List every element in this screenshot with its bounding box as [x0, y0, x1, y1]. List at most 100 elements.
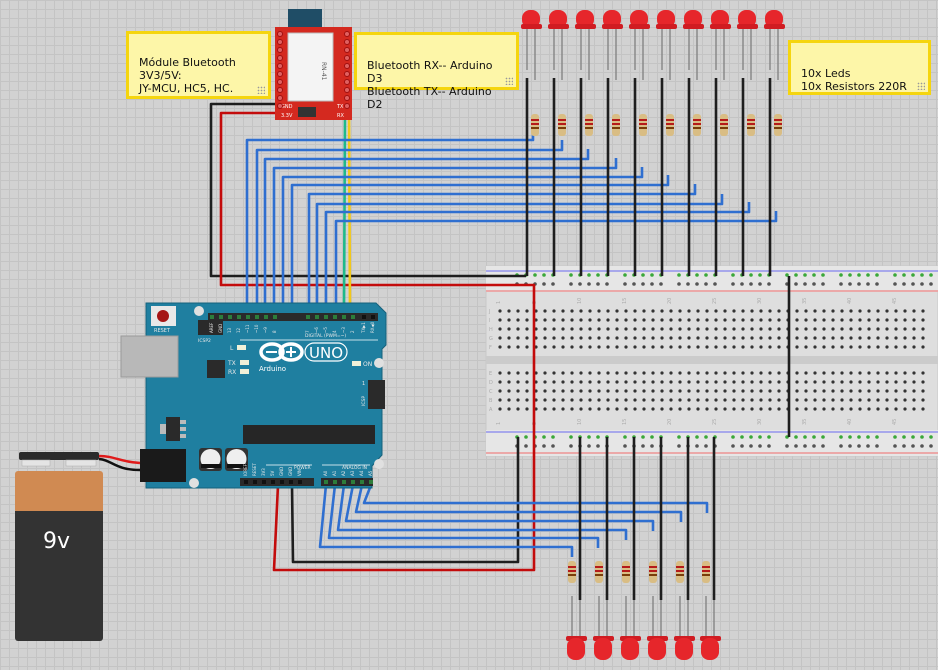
- breadboard-hole[interactable]: [723, 327, 727, 331]
- breadboard-hole[interactable]: [696, 371, 700, 375]
- breadboard-hole[interactable]: [804, 389, 808, 393]
- power-rail-hole[interactable]: [929, 444, 933, 448]
- breadboard-hole[interactable]: [750, 345, 754, 349]
- note-parts-list[interactable]: 10x Leds 10x Resistors 220R: [788, 40, 931, 95]
- power-rail-hole[interactable]: [605, 282, 609, 286]
- breadboard-hole[interactable]: [561, 318, 565, 322]
- breadboard-hole[interactable]: [750, 371, 754, 375]
- power-rail-hole[interactable]: [587, 273, 591, 277]
- breadboard-hole[interactable]: [741, 407, 745, 411]
- breadboard-hole[interactable]: [849, 389, 853, 393]
- breadboard-hole[interactable]: [822, 380, 826, 384]
- wire-led-bottom-6[interactable]: [362, 484, 709, 513]
- breadboard-hole[interactable]: [849, 407, 853, 411]
- breadboard-hole[interactable]: [885, 407, 889, 411]
- breadboard-hole[interactable]: [696, 318, 700, 322]
- breadboard-hole[interactable]: [768, 345, 772, 349]
- breadboard-hole[interactable]: [759, 380, 763, 384]
- breadboard-hole[interactable]: [669, 327, 673, 331]
- breadboard-hole[interactable]: [858, 371, 862, 375]
- breadboard-hole[interactable]: [858, 389, 862, 393]
- breadboard-hole[interactable]: [615, 318, 619, 322]
- breadboard-hole[interactable]: [624, 380, 628, 384]
- breadboard-hole[interactable]: [849, 336, 853, 340]
- power-rail-hole[interactable]: [677, 273, 681, 277]
- breadboard-hole[interactable]: [849, 398, 853, 402]
- breadboard-hole[interactable]: [516, 380, 520, 384]
- digital-pin[interactable]: [246, 315, 250, 319]
- power-rail-hole[interactable]: [785, 273, 789, 277]
- breadboard-hole[interactable]: [669, 407, 673, 411]
- power-rail-hole[interactable]: [920, 273, 924, 277]
- breadboard-hole[interactable]: [795, 380, 799, 384]
- power-rail-hole[interactable]: [857, 444, 861, 448]
- breadboard-hole[interactable]: [642, 380, 646, 384]
- power-rail-hole[interactable]: [551, 435, 555, 439]
- led-top-4[interactable]: [602, 10, 623, 80]
- breadboard-hole[interactable]: [669, 389, 673, 393]
- breadboard-hole[interactable]: [579, 327, 583, 331]
- breadboard-hole[interactable]: [777, 380, 781, 384]
- breadboard-hole[interactable]: [687, 407, 691, 411]
- power-rail-hole[interactable]: [524, 435, 528, 439]
- breadboard-hole[interactable]: [507, 371, 511, 375]
- breadboard-hole[interactable]: [858, 336, 862, 340]
- led-bottom-3[interactable]: [620, 586, 641, 660]
- wire-led-top-7[interactable]: [307, 184, 697, 312]
- power-rail-hole[interactable]: [596, 273, 600, 277]
- power-rail-hole[interactable]: [569, 282, 573, 286]
- breadboard-hole[interactable]: [588, 389, 592, 393]
- breadboard-hole[interactable]: [597, 398, 601, 402]
- power-pin[interactable]: [289, 480, 293, 484]
- breadboard-hole[interactable]: [705, 345, 709, 349]
- breadboard-hole[interactable]: [894, 398, 898, 402]
- breadboard-hole[interactable]: [768, 327, 772, 331]
- wire-gnd[interactable]: [209, 102, 526, 278]
- breadboard-hole[interactable]: [705, 407, 709, 411]
- breadboard-hole[interactable]: [552, 398, 556, 402]
- breadboard-hole[interactable]: [705, 318, 709, 322]
- power-rail-hole[interactable]: [686, 282, 690, 286]
- breadboard-hole[interactable]: [804, 407, 808, 411]
- breadboard-hole[interactable]: [732, 371, 736, 375]
- breadboard-hole[interactable]: [570, 336, 574, 340]
- digital-pin[interactable]: [371, 315, 375, 319]
- breadboard-hole[interactable]: [642, 309, 646, 313]
- power-rail-hole[interactable]: [794, 444, 798, 448]
- breadboard-hole[interactable]: [813, 380, 817, 384]
- power-rail-hole[interactable]: [803, 282, 807, 286]
- breadboard-hole[interactable]: [597, 309, 601, 313]
- power-rail-hole[interactable]: [848, 444, 852, 448]
- breadboard-hole[interactable]: [777, 407, 781, 411]
- power-rail-hole[interactable]: [821, 435, 825, 439]
- power-rail-hole[interactable]: [533, 273, 537, 277]
- power-rail-hole[interactable]: [875, 435, 879, 439]
- breadboard-hole[interactable]: [732, 345, 736, 349]
- breadboard-hole[interactable]: [615, 398, 619, 402]
- breadboard-hole[interactable]: [498, 389, 502, 393]
- digital-pin[interactable]: [228, 315, 232, 319]
- analog-pin[interactable]: [324, 480, 328, 484]
- breadboard-hole[interactable]: [687, 345, 691, 349]
- breadboard-hole[interactable]: [705, 380, 709, 384]
- breadboard-hole[interactable]: [858, 327, 862, 331]
- breadboard-hole[interactable]: [831, 345, 835, 349]
- breadboard-hole[interactable]: [516, 336, 520, 340]
- breadboard-hole[interactable]: [858, 380, 862, 384]
- breadboard-hole[interactable]: [624, 407, 628, 411]
- breadboard-hole[interactable]: [813, 398, 817, 402]
- breadboard-hole[interactable]: [813, 389, 817, 393]
- breadboard-hole[interactable]: [660, 327, 664, 331]
- breadboard-hole[interactable]: [759, 398, 763, 402]
- power-rail-hole[interactable]: [650, 444, 654, 448]
- breadboard-hole[interactable]: [912, 398, 916, 402]
- breadboard-hole[interactable]: [777, 336, 781, 340]
- breadboard-hole[interactable]: [516, 398, 520, 402]
- breadboard-hole[interactable]: [660, 380, 664, 384]
- power-rail-hole[interactable]: [695, 282, 699, 286]
- breadboard-hole[interactable]: [894, 309, 898, 313]
- breadboard-hole[interactable]: [750, 389, 754, 393]
- breadboard-hole[interactable]: [498, 318, 502, 322]
- led-bottom-5[interactable]: [674, 586, 695, 660]
- breadboard-hole[interactable]: [543, 309, 547, 313]
